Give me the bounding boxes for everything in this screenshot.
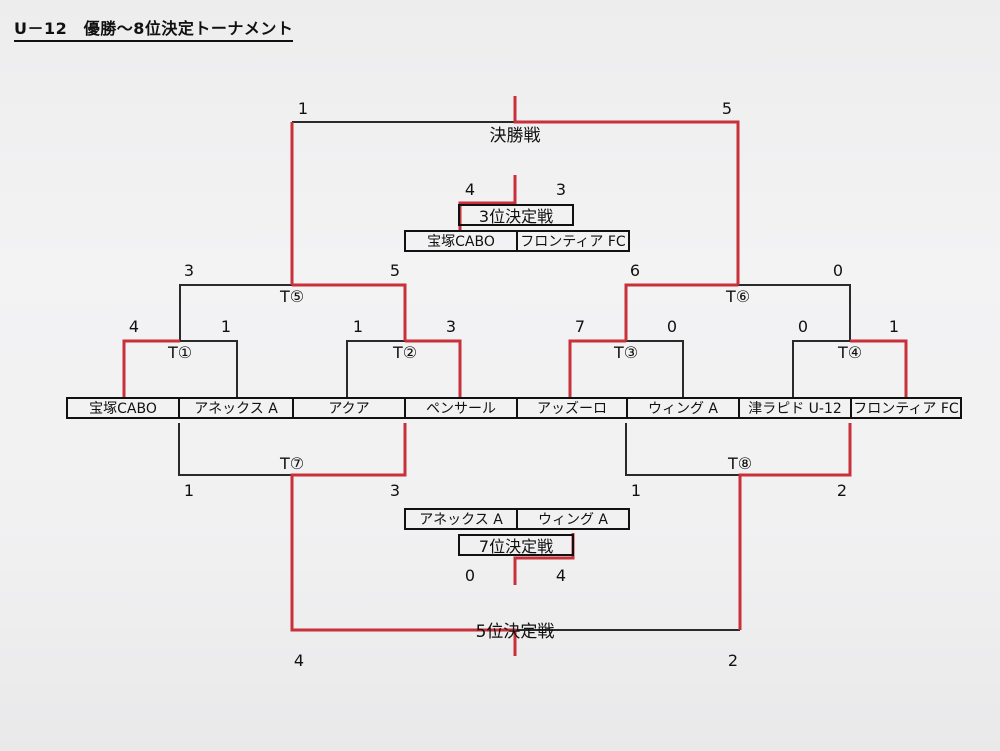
fifth-place-label: 5位決定戦 [475,622,555,642]
team-box: アネックス A [404,508,518,530]
bracket-red-lines [122,96,908,656]
score: 3 [555,180,567,199]
score: 5 [389,261,401,280]
score: 1 [630,481,642,500]
match-label-t5: T⑤ [279,287,305,306]
score: 4 [293,651,305,670]
team-box: フロンティア FC [516,230,630,252]
score: 7 [574,317,586,336]
page-title: U－12 優勝～8位決定トーナメント [14,15,294,42]
third-place-label: 3位決定戦 [458,204,574,226]
match-label-t4: T④ [837,343,863,362]
score: 1 [220,317,232,336]
match-label-t3: T③ [613,343,639,362]
team-box: アクア [292,397,406,419]
score: 3 [389,481,401,500]
score: 3 [445,317,457,336]
team-box: 宝塚CABO [404,230,518,252]
score: 1 [297,99,309,118]
score: 0 [464,566,476,585]
team-box: ウィング A [516,508,630,530]
score: 1 [183,481,195,500]
score: 6 [629,261,641,280]
team-box: ウィング A [626,397,740,419]
team-name: 津ラピド U-12 [748,401,842,417]
final-label: 決勝戦 [489,126,541,146]
match-label-t8: T⑧ [727,454,753,473]
team-box: アネックス A [178,397,294,419]
team-name: 宝塚CABO [427,234,495,250]
team-box: 宝塚CABO [66,397,180,419]
score: 2 [727,651,739,670]
team-name: アクア [328,401,370,417]
team-box: 津ラピド U-12 [738,397,852,419]
match-label-t2: T② [392,343,418,362]
match-label-t6: T⑥ [725,287,751,306]
team-name: アッズーロ [537,401,607,417]
team-name: フロンティア FC [520,234,626,250]
score: 5 [721,99,733,118]
score: 0 [666,317,678,336]
score: 3 [183,261,195,280]
team-box: フロンティア FC [850,397,962,419]
team-name: アネックス A [419,512,503,528]
team-name: 宝塚CABO [89,401,157,417]
score: 4 [464,180,476,199]
score: 1 [888,317,900,336]
team-name: ペンサール [426,401,496,417]
score: 4 [128,317,140,336]
score: 4 [555,566,567,585]
score: 2 [836,481,848,500]
team-box: ペンサール [404,397,518,419]
score: 1 [352,317,364,336]
team-box: アッズーロ [516,397,628,419]
match-label-t7: T⑦ [279,454,305,473]
seventh-place-label: 7位決定戦 [458,534,574,556]
team-name: フロンティア FC [853,401,959,417]
team-name: アネックス A [194,401,278,417]
team-name: ウィング A [537,512,609,528]
team-name: ウィング A [647,401,719,417]
score: 0 [797,317,809,336]
score: 0 [832,261,844,280]
match-label-t1: T① [167,343,193,362]
